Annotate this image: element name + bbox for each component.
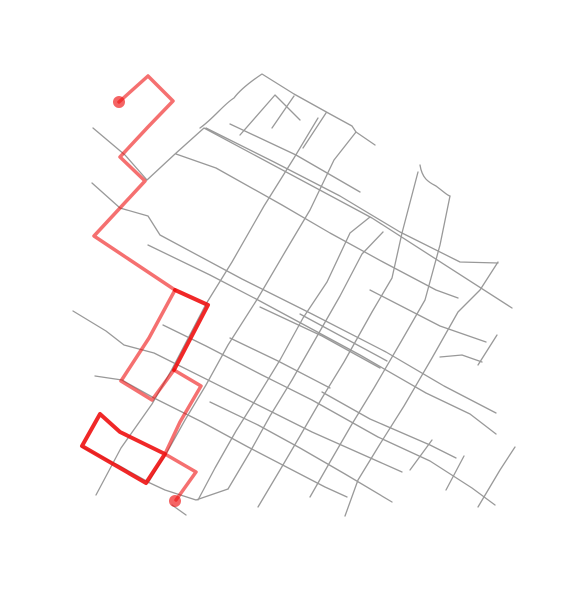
- street-segment: [302, 112, 327, 149]
- route-segment: [163, 368, 203, 502]
- street-segment: [271, 95, 295, 129]
- street-segment: [162, 324, 496, 506]
- street-segment: [229, 337, 331, 389]
- street-segment: [477, 446, 516, 508]
- route-path: [80, 74, 210, 502]
- street-segment: [409, 439, 433, 471]
- street-network: [72, 73, 516, 517]
- street-segment: [239, 94, 301, 136]
- street-segment: [199, 73, 376, 146]
- street-segment: [197, 216, 371, 501]
- street-segment: [209, 401, 393, 503]
- street-segment: [227, 231, 384, 490]
- route-segment: [119, 288, 177, 402]
- street-segment: [147, 131, 357, 484]
- street-segment: [257, 171, 419, 508]
- street-segment: [369, 289, 487, 343]
- street-segment: [445, 455, 465, 491]
- street-segment: [299, 313, 388, 362]
- street-segment: [321, 391, 457, 459]
- route-endpoint-dot-icon[interactable]: [169, 495, 181, 507]
- street-segment: [259, 306, 381, 369]
- route-segment: [92, 74, 177, 292]
- street-segment: [309, 195, 451, 498]
- route-segment: [172, 288, 210, 372]
- route-endpoint-dot-icon[interactable]: [113, 96, 125, 108]
- street-segment: [477, 334, 498, 366]
- street-segment: [72, 310, 403, 473]
- street-segment: [175, 153, 459, 299]
- street-segment: [205, 127, 499, 264]
- street-segment: [419, 164, 451, 197]
- route-segment: [80, 412, 167, 485]
- street-segment: [439, 354, 483, 363]
- street-segment: [92, 127, 513, 309]
- street-segment: [147, 244, 497, 435]
- street-segment: [344, 261, 499, 517]
- street-segment: [91, 182, 497, 414]
